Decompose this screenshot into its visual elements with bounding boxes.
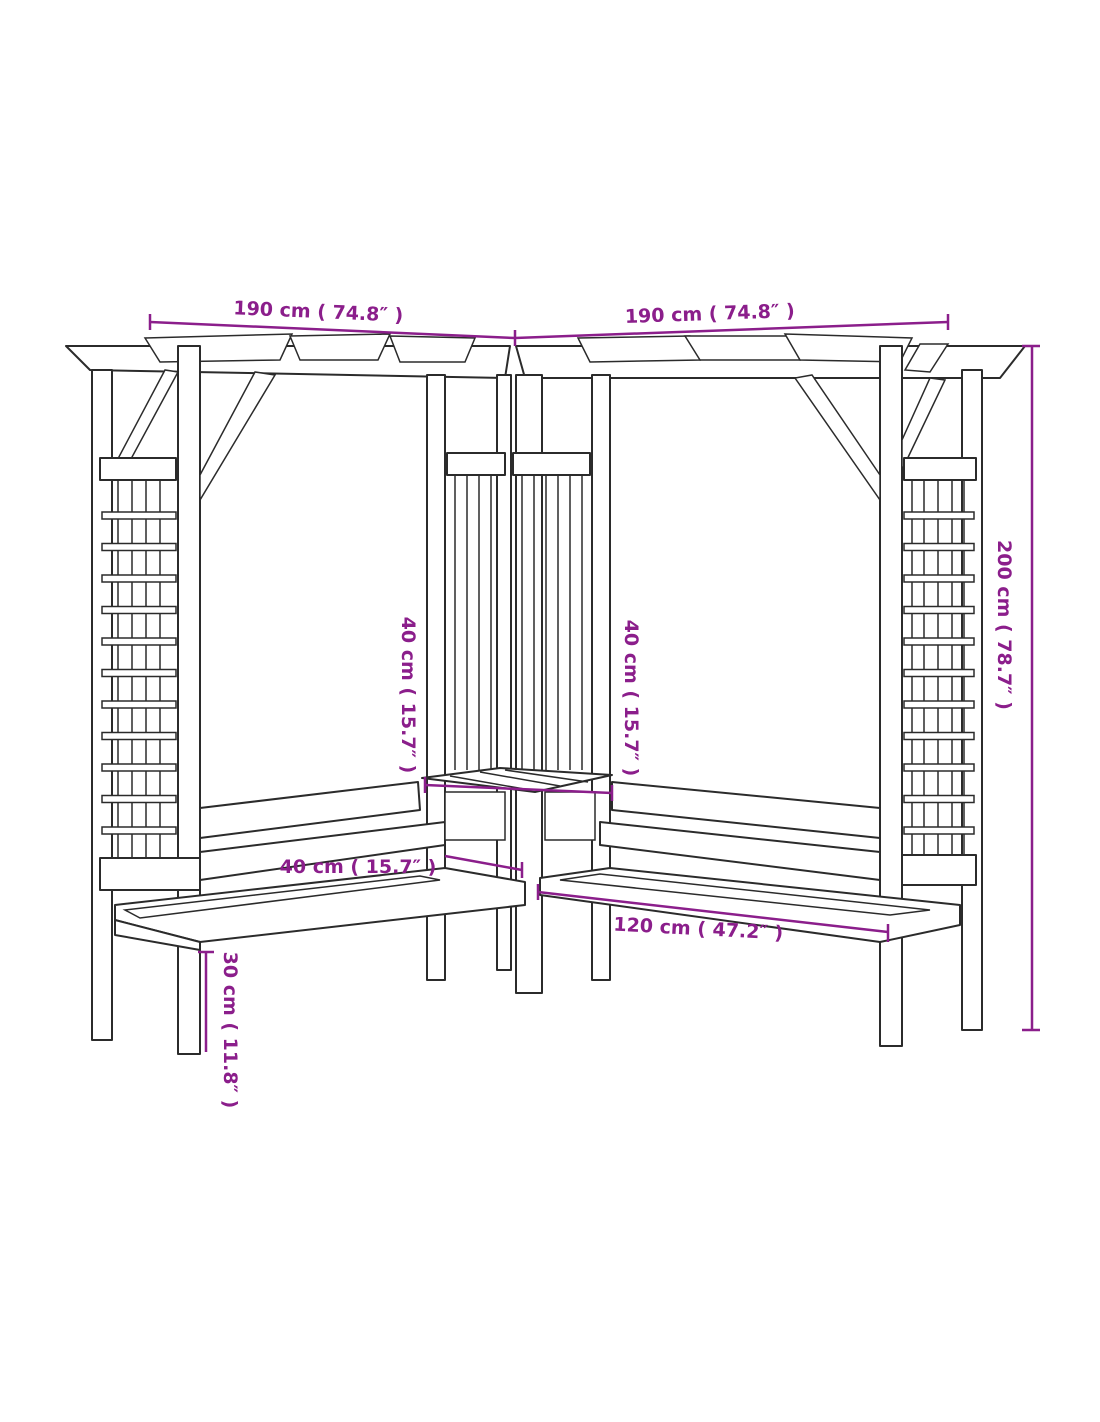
trellis-right [903,457,977,860]
trellis-slat [101,826,177,835]
trellis-slat [903,668,975,678]
dim-width-left: 190 cm ( 74.8″ ) [233,297,404,326]
trellis-slat [903,511,975,520]
rafter [903,343,950,373]
bench-front-rail [114,919,201,951]
trellis-slat [903,826,975,835]
trellis-slat [101,763,177,772]
bench-armrest [99,857,201,891]
trellis-slat [101,574,177,583]
trellis-slat [903,637,975,646]
trellis-center [446,452,591,770]
trellis-slat [101,637,177,646]
dim-backrest-left: 40 cm ( 15.7″ ) [397,617,419,774]
dim-seat-height: 30 cm ( 11.8″ ) [219,952,241,1109]
dim-height-total: 200 cm ( 78.7″ ) [993,540,1015,710]
trellis-slat [101,668,177,678]
rafter [388,335,477,363]
brace [110,369,180,471]
trellis-top-rail [446,452,506,476]
trellis-slat [903,700,975,709]
trellis-left [99,457,177,860]
rafter [288,333,392,361]
trellis-slat [101,511,177,520]
bench-armrest [901,854,977,886]
brace [199,371,277,503]
seat-slat [122,875,441,919]
brace [793,374,881,503]
brace [901,377,947,471]
trellis-slat [101,700,177,709]
table-leg [444,791,506,841]
rafter [576,335,702,363]
trellis-slat [903,605,975,615]
trellis-slat [903,574,975,583]
post-right [879,345,903,1047]
trellis-slat [101,794,177,804]
dim-seat-depth: 40 cm ( 15.7″ ) [280,856,437,878]
trellis-slat [903,731,975,741]
trellis-top-rail [903,457,977,481]
trellis-slat [101,731,177,741]
table-leg [544,791,596,841]
trellis-top-rail [512,452,591,476]
trellis-slat [903,542,975,552]
backrest-upper [199,781,421,839]
dim-width-right: 190 cm ( 74.8″ ) [624,300,795,328]
bench-left [99,781,526,951]
rafter [143,333,294,363]
trellis-slat [903,794,975,804]
dim-backrest-right: 40 cm ( 15.7″ ) [620,620,642,777]
trellis-top-rail [99,457,177,481]
trellis-slat [101,542,177,552]
trellis-slat [101,605,177,615]
bench-right [539,781,977,943]
dimension-lines [148,314,1040,1052]
rafter [683,335,802,361]
backrest-lower [599,821,881,881]
seat-slat [559,873,931,916]
corner-table [421,767,613,841]
trellis-slat [903,763,975,772]
